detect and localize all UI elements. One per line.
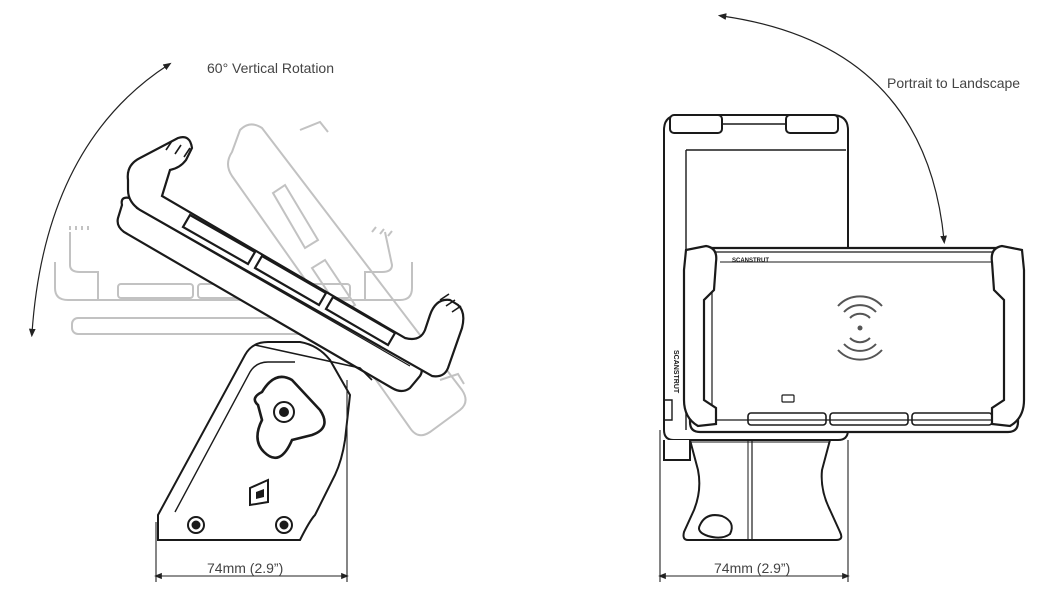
right-width-dimension [658, 430, 850, 582]
wireless-charging-icon [837, 295, 883, 361]
vertical-rotation-label: 60° Vertical Rotation [207, 60, 335, 76]
vertical-rotation-arrow [28, 62, 172, 338]
mount-base-front [682, 439, 843, 541]
left-width-dimension [154, 380, 349, 582]
top-brand-text: SCANSTRUT [732, 258, 769, 264]
mount-base-side [157, 341, 373, 541]
right-width-dimension-label: 74mm (2.9”) [714, 560, 791, 576]
portrait-to-landscape-arrow [717, 13, 947, 245]
side-brand-text: SCANSTRUT [672, 350, 679, 394]
left-width-dimension-label: 74mm (2.9”) [207, 560, 284, 576]
tablet-holder-landscape [682, 244, 1026, 434]
tablet-holder-tilted [116, 136, 465, 393]
